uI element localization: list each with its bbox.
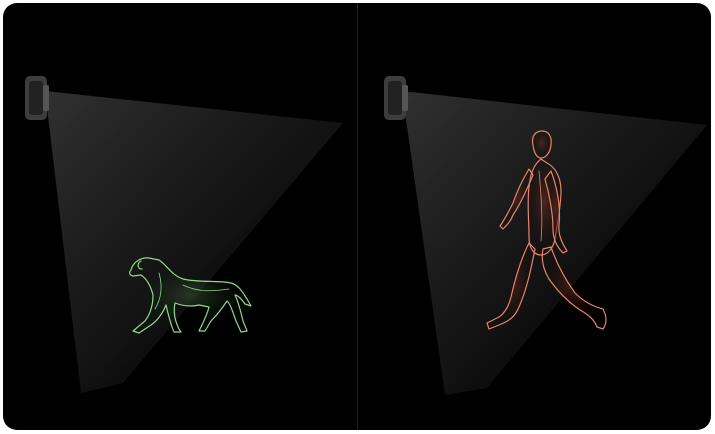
motion-sensor-icon	[384, 76, 408, 120]
animal-scene	[3, 3, 357, 430]
motion-sensor-icon	[25, 76, 49, 120]
panel-human	[357, 3, 711, 430]
sensor-beam	[45, 91, 343, 393]
panel-animal	[3, 3, 357, 430]
human-scene	[357, 3, 711, 430]
panel-divider	[357, 3, 358, 430]
